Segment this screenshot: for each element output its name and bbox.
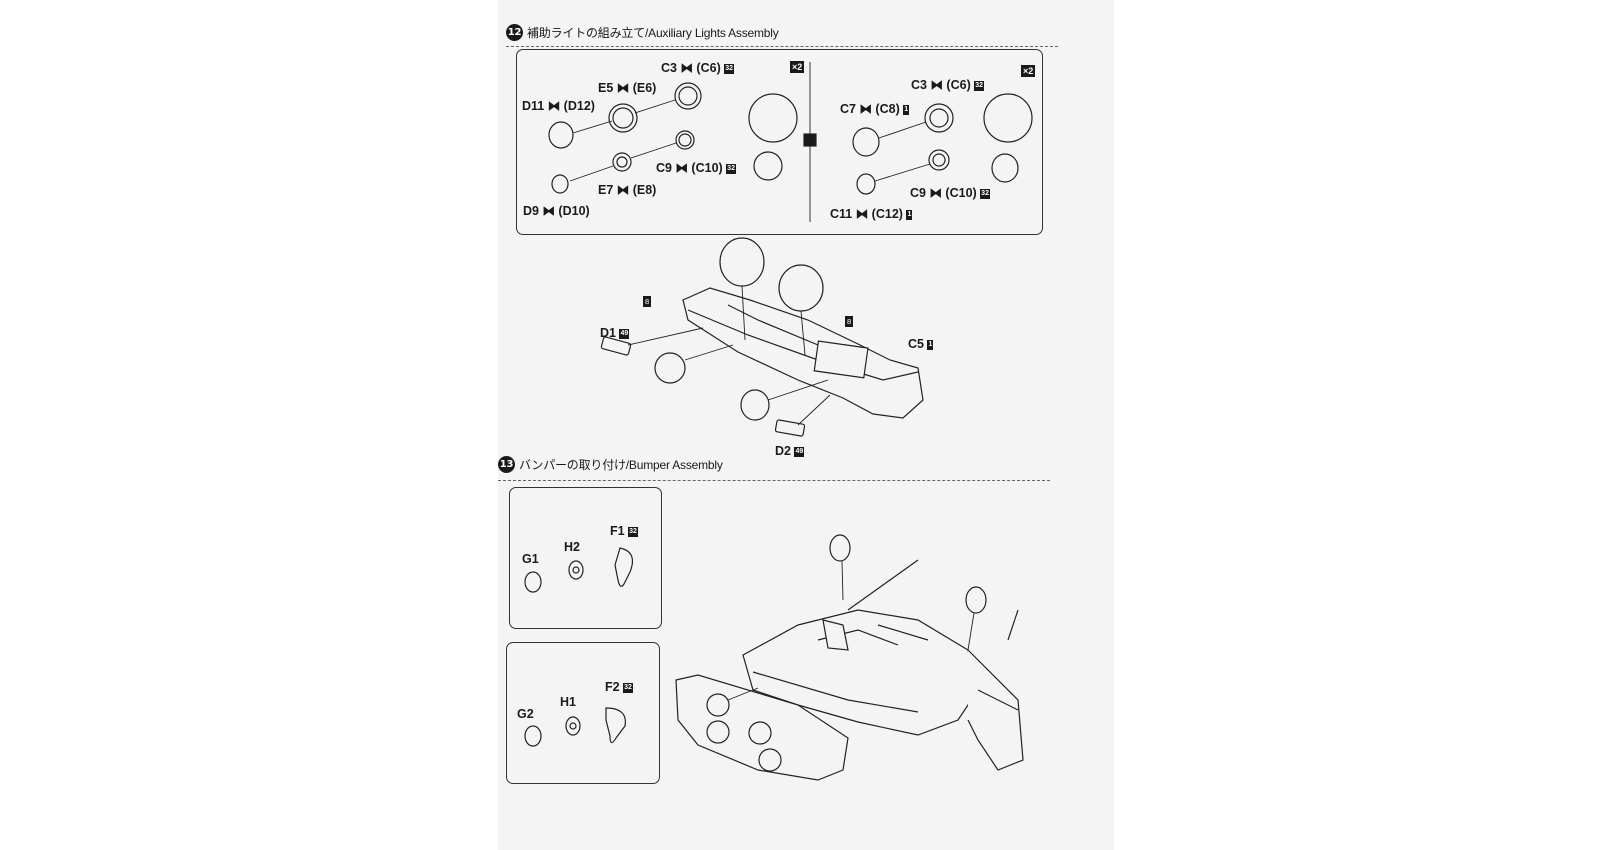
label-d2: D2 49 xyxy=(775,444,805,458)
bracket-panel-bottom xyxy=(506,642,660,784)
step-12-title: 補助ライトの組み立て/Auxiliary Lights Assembly xyxy=(527,26,779,40)
label-h1: H1 xyxy=(560,695,576,709)
step-13-number: 13 xyxy=(498,456,515,473)
label-c3-right: C3 ⧓ (C6) 32 xyxy=(911,78,985,92)
tag-8-left: 8 xyxy=(643,296,652,307)
d9-lens-left xyxy=(551,174,569,194)
step-12-header: 12 補助ライトの組み立て/Auxiliary Lights Assembly xyxy=(506,24,779,41)
label-d11-left: D11 ⧓ (D12) xyxy=(522,99,595,113)
tag-8-right: 8 xyxy=(845,316,854,327)
label-g2: G2 xyxy=(517,707,534,721)
step-12-number: 12 xyxy=(506,24,523,41)
label-c11-right: C11 ⧓ (C12) 1 xyxy=(830,207,913,221)
light-housing-right xyxy=(983,93,1033,143)
auxiliary-lights-panel xyxy=(516,49,1043,235)
c7-lens-right xyxy=(852,127,880,157)
bracket-panel-top xyxy=(509,487,662,629)
label-g1: G1 xyxy=(522,552,539,566)
light-housing-left xyxy=(748,93,798,143)
c11-lens-right xyxy=(856,173,876,195)
label-f1: F1 32 xyxy=(610,524,638,538)
label-d1: D1 49 xyxy=(600,326,630,340)
front-bumper-drawing xyxy=(600,237,924,437)
label-c3-left: C3 ⧓ (C6) 32 xyxy=(661,61,735,75)
label-e5-left: E5 ⧓ (E6) xyxy=(598,81,657,95)
step-13-divider xyxy=(498,480,1050,481)
step-13-drawings xyxy=(524,534,1024,781)
label-c9-left: C9 ⧓ (C10) 32 xyxy=(656,161,736,175)
d11-lens-left xyxy=(548,121,574,149)
step-13-header: 13 バンパーの取り付け/Bumper Assembly xyxy=(498,456,723,473)
label-c5: C5 1 xyxy=(908,337,934,351)
instruction-page: 12 補助ライトの組み立て/Auxiliary Lights Assembly xyxy=(498,0,1114,850)
label-d9-left: D9 ⧓ (D10) xyxy=(523,204,590,218)
multiplier-left: ×2 xyxy=(790,61,805,73)
label-h2: H2 xyxy=(564,540,580,554)
label-c7-right: C7 ⧓ (C8) 1 xyxy=(840,102,910,116)
label-c9-right: C9 ⧓ (C10) 32 xyxy=(910,186,990,200)
small-housing-left xyxy=(753,151,783,181)
label-e7-left: E7 ⧓ (E8) xyxy=(598,183,657,197)
step-13-title: バンパーの取り付け/Bumper Assembly xyxy=(519,458,723,472)
label-f2: F2 32 xyxy=(605,680,633,694)
multiplier-right: ×2 xyxy=(1021,65,1036,77)
small-housing-right xyxy=(991,153,1019,183)
step-12-divider xyxy=(506,46,1058,47)
step-12-drawings xyxy=(524,62,1033,781)
